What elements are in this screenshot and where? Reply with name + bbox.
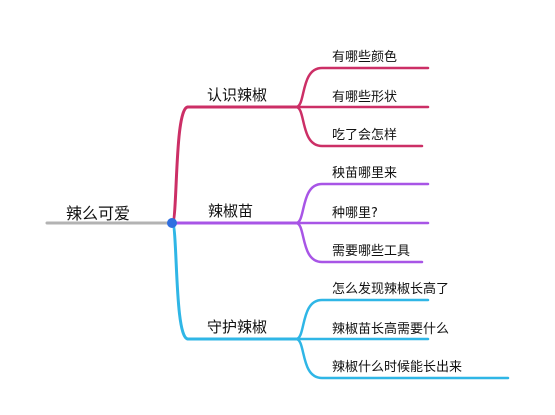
- leaf-label-2-2: 种哪里?: [332, 206, 378, 221]
- leaf-connector-2-3: [294, 221, 424, 264]
- leaf-label-3-1: 怎么发现辣椒长高了: [332, 282, 450, 297]
- leaf-label-1-1: 有哪些颜色: [332, 50, 398, 65]
- leaf-connector-3-1: [294, 298, 430, 341]
- leaf-connector-1-1: [294, 66, 430, 109]
- root-node-label: 辣么可爱: [66, 204, 131, 223]
- leaf-label-2-1: 秧苗哪里来: [332, 166, 398, 181]
- leaf-label-3-3: 辣椒什么时候能长出来: [332, 360, 463, 375]
- branch-label-2: 辣椒苗: [208, 202, 254, 220]
- root-node-dot: [167, 218, 177, 228]
- leaf-connector-2-1: [294, 182, 430, 225]
- leaf-label-1-3: 吃了会怎样: [332, 128, 398, 143]
- leaf-label-3-2: 辣椒苗长高需要什么: [332, 322, 450, 337]
- branch-label-3: 守护辣椒: [207, 318, 268, 336]
- branch-connector-3: [170, 221, 190, 341]
- leaf-label-1-2: 有哪些形状: [332, 90, 398, 105]
- branch-connector-1: [170, 105, 190, 225]
- leaf-connector-3-3: [294, 337, 510, 380]
- leaf-connector-1-3: [294, 105, 424, 148]
- branch-label-1: 认识辣椒: [207, 86, 268, 104]
- leaf-label-2-3: 需要哪些工具: [332, 244, 411, 259]
